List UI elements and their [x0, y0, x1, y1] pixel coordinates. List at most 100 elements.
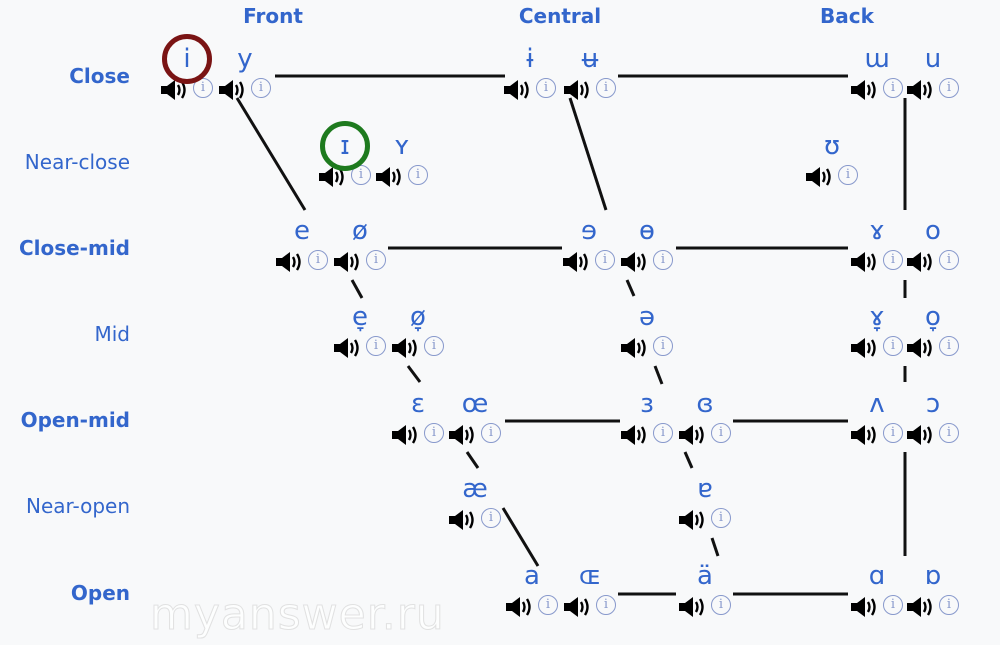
- speaker-icon[interactable]: [562, 78, 592, 102]
- speaker-icon[interactable]: [332, 336, 362, 360]
- speaker-icon[interactable]: [447, 508, 477, 532]
- info-icon[interactable]: i: [883, 78, 903, 98]
- info-icon[interactable]: i: [595, 250, 615, 270]
- info-icon[interactable]: i: [308, 250, 328, 270]
- info-icon[interactable]: i: [193, 78, 213, 98]
- vowel-cell: u i: [893, 42, 973, 112]
- info-icon[interactable]: i: [424, 423, 444, 443]
- info-icon[interactable]: i: [653, 336, 673, 356]
- vowel-symbol-link[interactable]: ä: [697, 561, 713, 591]
- info-icon[interactable]: i: [596, 78, 616, 98]
- speaker-icon[interactable]: [619, 250, 649, 274]
- info-icon[interactable]: i: [883, 595, 903, 615]
- column-header-front: Front: [243, 4, 303, 28]
- vowel-symbol-link[interactable]: ɨ: [526, 44, 534, 74]
- info-icon[interactable]: i: [424, 336, 444, 356]
- vowel-symbol-link[interactable]: ɤ: [869, 216, 885, 246]
- info-icon[interactable]: i: [939, 423, 959, 443]
- vowel-symbol-link[interactable]: ɘ: [581, 216, 597, 246]
- info-icon[interactable]: i: [653, 250, 673, 270]
- speaker-icon[interactable]: [390, 336, 420, 360]
- vowel-symbol-link[interactable]: ɔ: [925, 389, 941, 419]
- info-icon[interactable]: i: [366, 336, 386, 356]
- vowel-symbol-link[interactable]: ɶ: [578, 561, 602, 591]
- info-icon[interactable]: i: [653, 423, 673, 443]
- speaker-icon[interactable]: [677, 595, 707, 619]
- speaker-icon[interactable]: [217, 78, 247, 102]
- vowel-symbol-link[interactable]: ø̞: [410, 302, 426, 332]
- info-icon[interactable]: i: [536, 78, 556, 98]
- line-central-diag: [653, 365, 664, 385]
- vowel-symbol-link[interactable]: y: [237, 44, 253, 74]
- vowel-symbol-link[interactable]: o̞: [925, 302, 941, 332]
- vowel-symbol-link[interactable]: ʉ: [581, 44, 599, 74]
- info-icon[interactable]: i: [408, 165, 428, 185]
- speaker-icon[interactable]: [390, 423, 420, 447]
- speaker-icon[interactable]: [849, 250, 879, 274]
- info-icon[interactable]: i: [939, 595, 959, 615]
- vowel-symbol-link[interactable]: ɐ: [697, 474, 713, 504]
- speaker-icon[interactable]: [849, 595, 879, 619]
- speaker-icon[interactable]: [849, 78, 879, 102]
- info-icon[interactable]: i: [538, 595, 558, 615]
- speaker-icon[interactable]: [274, 250, 304, 274]
- info-icon[interactable]: i: [596, 595, 616, 615]
- vowel-symbol-link[interactable]: ʌ: [869, 389, 885, 419]
- speaker-icon[interactable]: [561, 250, 591, 274]
- row-label-mid: Mid: [94, 322, 130, 346]
- speaker-icon[interactable]: [619, 336, 649, 360]
- info-icon[interactable]: i: [481, 423, 501, 443]
- speaker-icon[interactable]: [849, 336, 879, 360]
- info-icon[interactable]: i: [251, 78, 271, 98]
- speaker-icon[interactable]: [562, 595, 592, 619]
- vowel-symbol-link[interactable]: ʏ: [394, 131, 410, 161]
- vowel-symbol-link[interactable]: ɵ: [639, 216, 655, 246]
- vowel-symbol-link[interactable]: ɜ: [640, 389, 654, 419]
- speaker-icon[interactable]: [447, 423, 477, 447]
- info-icon[interactable]: i: [481, 508, 501, 528]
- info-icon[interactable]: i: [883, 336, 903, 356]
- vowel-symbol-link[interactable]: ə: [639, 302, 655, 332]
- vowel-symbol-link[interactable]: ɞ: [696, 389, 714, 419]
- speaker-icon[interactable]: [905, 78, 935, 102]
- speaker-icon[interactable]: [504, 595, 534, 619]
- speaker-icon[interactable]: [905, 250, 935, 274]
- row-label-open-mid: Open-mid: [20, 408, 130, 432]
- vowel-symbol-link[interactable]: ɒ: [924, 561, 942, 591]
- vowel-symbol-link[interactable]: ø: [352, 216, 368, 246]
- speaker-icon[interactable]: [905, 336, 935, 360]
- speaker-icon[interactable]: [677, 508, 707, 532]
- speaker-icon[interactable]: [619, 423, 649, 447]
- info-icon[interactable]: i: [939, 336, 959, 356]
- speaker-icon[interactable]: [677, 423, 707, 447]
- info-icon[interactable]: i: [939, 250, 959, 270]
- info-icon[interactable]: i: [711, 508, 731, 528]
- speaker-icon[interactable]: [332, 250, 362, 274]
- info-icon[interactable]: i: [939, 78, 959, 98]
- info-icon[interactable]: i: [711, 423, 731, 443]
- info-icon[interactable]: i: [711, 595, 731, 615]
- info-icon[interactable]: i: [883, 250, 903, 270]
- vowel-symbol-link[interactable]: a: [524, 561, 540, 591]
- vowel-symbol-link[interactable]: ɯ: [864, 44, 890, 74]
- vowel-symbol-link[interactable]: e: [294, 216, 310, 246]
- speaker-icon[interactable]: [374, 165, 404, 189]
- vowel-symbol-link[interactable]: ɛ: [410, 389, 426, 419]
- info-icon[interactable]: i: [351, 165, 371, 185]
- vowel-symbol-link[interactable]: ʊ: [823, 131, 841, 161]
- speaker-icon[interactable]: [849, 423, 879, 447]
- vowel-symbol-link[interactable]: e̞: [352, 302, 368, 332]
- info-icon[interactable]: i: [838, 165, 858, 185]
- vowel-symbol-link[interactable]: ɤ̞: [869, 302, 885, 332]
- speaker-icon[interactable]: [502, 78, 532, 102]
- speaker-icon[interactable]: [905, 595, 935, 619]
- vowel-symbol-link[interactable]: o: [925, 216, 941, 246]
- speaker-icon[interactable]: [905, 423, 935, 447]
- vowel-symbol-link[interactable]: ɑ: [868, 561, 886, 591]
- vowel-symbol-link[interactable]: œ: [461, 389, 489, 419]
- vowel-symbol-link[interactable]: æ: [462, 474, 488, 504]
- info-icon[interactable]: i: [883, 423, 903, 443]
- vowel-symbol-link[interactable]: u: [924, 44, 942, 74]
- info-icon[interactable]: i: [366, 250, 386, 270]
- speaker-icon[interactable]: [804, 165, 834, 189]
